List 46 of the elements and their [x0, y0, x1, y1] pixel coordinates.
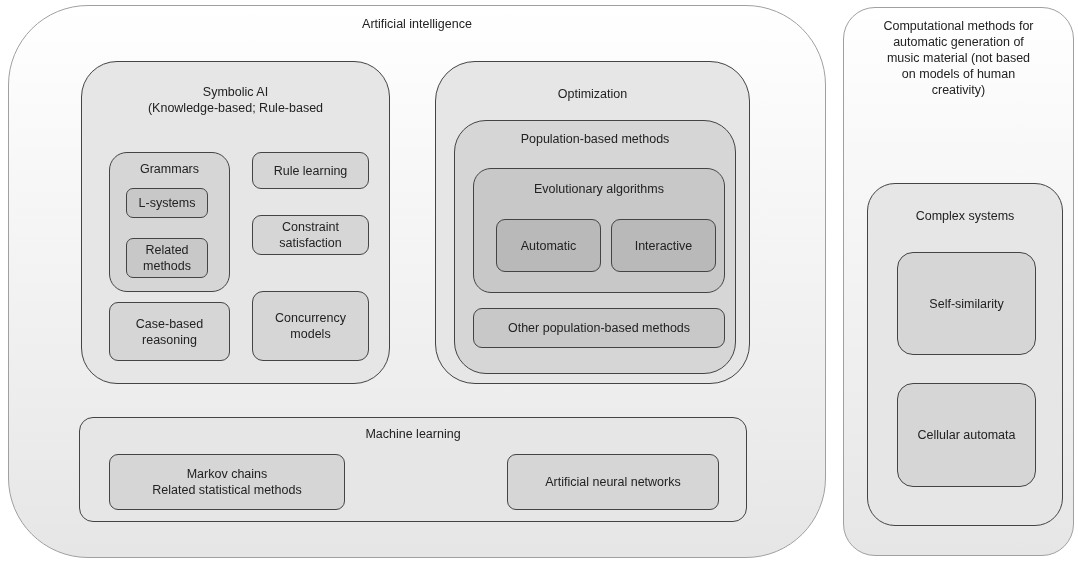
box-label: Grammars [140, 161, 199, 177]
category-box [252, 152, 369, 189]
box-label: Evolutionary algorithms [534, 181, 664, 197]
category-box [897, 252, 1036, 355]
box-label: Markov chains [186, 466, 268, 482]
category-box [496, 219, 601, 272]
group-box [867, 183, 1063, 526]
category-box [109, 454, 345, 510]
group-box [79, 417, 747, 522]
box-label: Cellular automata [917, 427, 1016, 443]
box-label: (Knowledge-based; Rule-based [147, 100, 324, 116]
box-label: Complex systems [915, 208, 1015, 224]
category-box [126, 238, 208, 278]
category-box [897, 383, 1036, 487]
category-box [109, 302, 230, 361]
group-box [81, 61, 390, 384]
box-label: Related methods [142, 242, 192, 274]
box-label: Optimization [557, 86, 628, 102]
box-label: Other population-based methods [507, 320, 691, 336]
group-box [454, 120, 736, 374]
box-label: Artificial intelligence [362, 16, 472, 32]
box-label: Symbolic AI [202, 84, 269, 100]
box-label: Rule learning [273, 162, 348, 179]
box-label: Concurrency models [274, 310, 347, 342]
box-label: Machine learning [365, 426, 461, 442]
category-box [473, 308, 725, 348]
category-box [126, 188, 208, 218]
category-box [507, 454, 719, 510]
box-label: Related statistical methods [152, 482, 302, 498]
box-label: Constraint satisfaction [278, 219, 343, 251]
category-box [252, 215, 369, 255]
box-label: Computational methods for automatic generation of music material (not based on models of human creativity) [882, 18, 1035, 98]
category-box [252, 291, 369, 361]
group-box [843, 7, 1074, 556]
box-label: Self-similarity [929, 295, 1004, 312]
category-box [611, 219, 716, 272]
group-box [8, 5, 826, 558]
box-label: Automatic [520, 237, 577, 254]
box-label: Population-based methods [520, 131, 670, 147]
group-box [435, 61, 750, 384]
box-label: Case-based reasoning [134, 315, 205, 348]
box-label: Interactive [634, 237, 693, 254]
group-box [109, 152, 230, 292]
box-label: Artificial neural networks [545, 474, 681, 490]
box-label: L-systems [138, 195, 196, 211]
group-box [473, 168, 725, 293]
